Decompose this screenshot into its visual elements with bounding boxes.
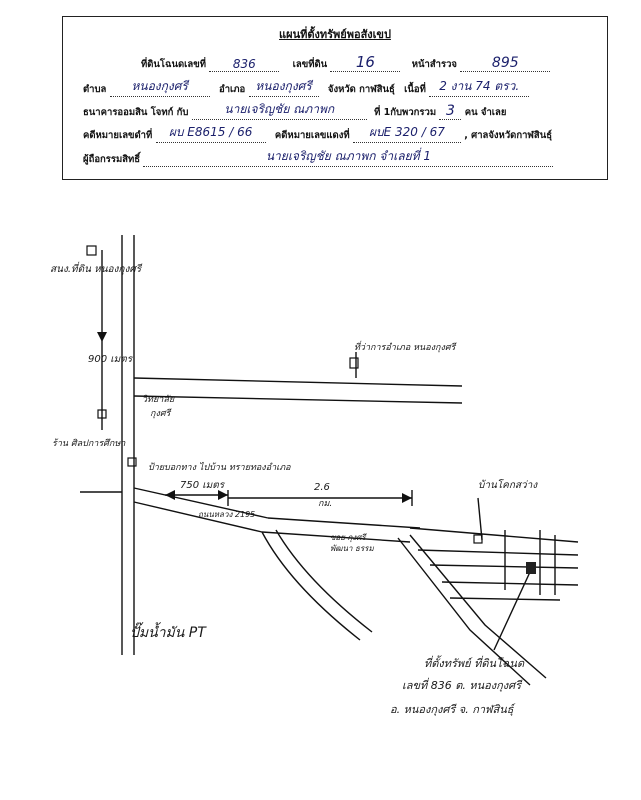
house-pointer xyxy=(477,497,483,541)
row-bank: ธนาคารออมสิน โจทก์ กับ นายเจริญชัย ณภาพก… xyxy=(83,100,506,120)
map-label-ptt: ปั๊มน้ำมัน PT xyxy=(130,625,206,641)
map-label-school-top: วิทยาลัย xyxy=(142,395,175,405)
map-label-property-2: เลขที่ 836 ต. หนองกุงศรี xyxy=(402,679,522,692)
area-value: 2 งาน 74 ตรว. xyxy=(429,77,530,97)
map-label-750m: 750 เมตร xyxy=(180,480,225,491)
row-land-doc: ที่ดินโฉนดเลขที่ 836 เลขที่ดิน 16 หน้าสำ… xyxy=(141,53,551,72)
map-label-building: ร้าน ศิลปการศึกษา xyxy=(52,439,126,449)
land-doc-value: 836 xyxy=(209,57,280,72)
arrow-750 xyxy=(218,490,228,500)
property-info-form: แผนที่ตั้งทรัพย์พอสังเขป ที่ดินโฉนดเลขที… xyxy=(62,16,608,180)
district-label: อำเภอ xyxy=(218,84,246,95)
subdistrict-value: หนองกุงศรี xyxy=(109,77,210,97)
parcel-value: 16 xyxy=(330,53,401,72)
house-marker xyxy=(473,534,483,544)
land-office-marker xyxy=(86,245,97,256)
road-curve-2 xyxy=(275,529,373,633)
map-label-property-1: ที่ตั้งทรัพย์ ที่ดินโฉนด xyxy=(424,657,525,670)
row-case: คดีหมายเลขดำที่ ผบ E8615 / 66 คดีหมายเลข… xyxy=(83,123,552,143)
map-label-road-name: ถนนหลวง 2195 xyxy=(198,510,256,519)
map-label-municipal: ที่ว่าการอำเภอ หนองกุงศรี xyxy=(354,343,456,353)
owner-label: ผู้ถือกรรมสิทธิ์ xyxy=(83,154,141,165)
map-label-property-3: อ. หนองกุงศรี จ. กาฬสินธุ์ xyxy=(390,703,514,716)
arrow-750-left xyxy=(165,490,175,500)
route-bottom-edge xyxy=(133,501,263,533)
grid-h3 xyxy=(429,564,579,569)
province-text: จังหวัด กาฬสินธุ์ xyxy=(327,84,395,95)
property-pointer xyxy=(493,571,531,651)
map-label-district-office: สนง.ที่ดิน หนองกุงศรี xyxy=(50,264,142,275)
map-label-26-top: 2.6 xyxy=(314,482,330,493)
arrow-down-900 xyxy=(97,332,107,342)
form-title: แผนที่ตั้งทรัพย์พอสังเขป xyxy=(279,28,391,41)
map-label-26-bottom: กม. xyxy=(318,499,333,509)
map-label-900m: 900 เมตร xyxy=(88,354,133,365)
route-bottom-edge-2 xyxy=(261,531,411,543)
property-marker xyxy=(526,562,536,574)
survey-page-value: 895 xyxy=(460,55,551,72)
municipal-marker xyxy=(349,357,359,369)
map-label-lane: ซอย กุงศรีพัฒนา ธรรม xyxy=(330,533,374,553)
grid-h4 xyxy=(441,581,579,586)
red-case-label: คดีหมายเลขแดงที่ xyxy=(274,130,350,141)
owner-value: นายเจริญชัย ณภาพก จำเลยที่ 1 xyxy=(143,147,554,167)
bank-text: ธนาคารออมสิน โจทก์ กับ xyxy=(83,107,189,118)
grid-h1 xyxy=(409,527,579,543)
black-case-value: ผบ E8615 / 66 xyxy=(155,123,266,143)
road-curve-1 xyxy=(261,531,361,641)
black-case-label: คดีหมายเลขดำที่ xyxy=(83,130,153,141)
count-suffix: คน จำเลย xyxy=(464,107,507,118)
subdistrict-label: ตำบล xyxy=(83,84,107,95)
row-owner: ผู้ถือกรรมสิทธิ์ นายเจริญชัย ณภาพก จำเลย… xyxy=(83,147,554,167)
property-sketch-map xyxy=(80,235,579,686)
grid-h5 xyxy=(449,597,561,601)
parcel-label: เลขที่ดิน xyxy=(292,59,328,70)
survey-page-label: หน้าสำรวจ xyxy=(411,59,457,70)
lane-left-edge xyxy=(397,537,531,686)
map-label-school-bottom: กุงศรี xyxy=(150,409,171,419)
route-top-edge-2 xyxy=(267,517,421,529)
grid-h2 xyxy=(417,549,579,556)
junction-marker xyxy=(97,409,107,419)
defendant-value: นายเจริญชัย ณภาพก xyxy=(191,100,367,120)
building-marker xyxy=(127,457,137,467)
map-label-sign: ป้ายบอกทาง ไปบ้าน ทรายทองอำเภอ xyxy=(148,463,291,473)
court-text: , ศาลจังหวัดกาฬสินธุ์ xyxy=(464,130,552,141)
row-location: ตำบล หนองกุงศรี อำเภอ หนองกุงศรี จังหวัด… xyxy=(83,77,530,97)
upper-road-bottom xyxy=(133,395,463,404)
route-top-edge xyxy=(133,487,269,519)
upper-road-top xyxy=(133,377,463,387)
area-label: เนื้อที่ xyxy=(404,84,426,95)
land-doc-label: ที่ดินโฉนดเลขที่ xyxy=(141,59,206,70)
red-case-value: ผบE 320 / 67 xyxy=(352,123,461,143)
defendant-suffix: ที่ 1กับพวกรวม xyxy=(374,107,437,118)
district-value: หนองกุงศรี xyxy=(248,77,319,97)
count-value: 3 xyxy=(439,103,462,120)
map-label-house: บ้านโคกสว่าง xyxy=(478,480,538,491)
